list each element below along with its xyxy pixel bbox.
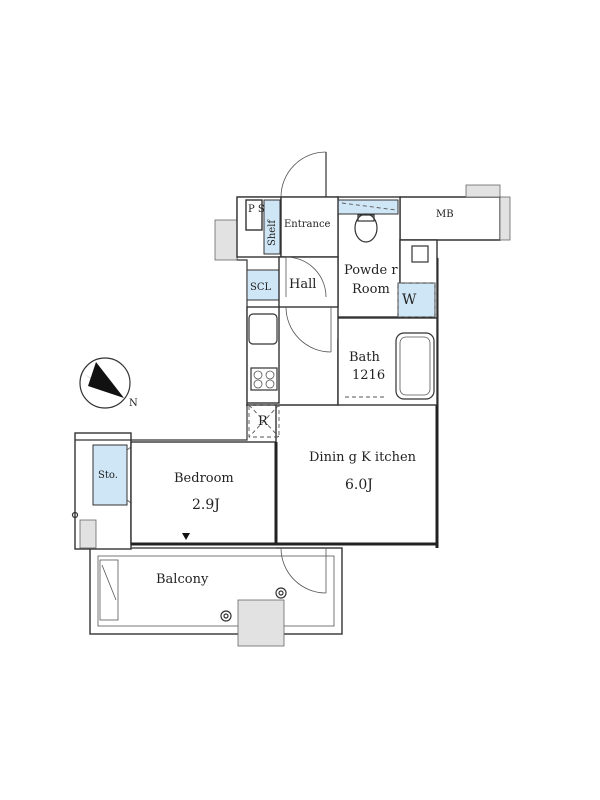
mb-label: MB: [436, 209, 454, 220]
balcony-doors: [131, 547, 327, 594]
storage-label: Sto.: [98, 470, 118, 481]
bath-label-2: 1216: [352, 368, 385, 383]
bath: [337, 317, 438, 406]
scl-label: SCL: [250, 282, 272, 293]
balcony-area: [89, 547, 343, 647]
bedroom-label: Bedroom: [174, 471, 234, 486]
washer-area: [397, 239, 438, 319]
bedroom-size: 2.9J: [192, 497, 220, 513]
refrigerator-label: R: [258, 414, 269, 429]
shelf-label: Shelf: [267, 219, 278, 246]
powder-room-label-2: Room: [352, 282, 390, 297]
balcony-label: Balcony: [156, 572, 209, 587]
ps-label: P S: [248, 204, 265, 215]
bedroom: [130, 441, 277, 545]
powder-room-label-1: Powde r: [344, 263, 398, 278]
kitchen-counter: [246, 306, 280, 404]
hall-area: [246, 256, 339, 353]
entrance-area: [236, 151, 339, 258]
entrance-label: Entrance: [284, 219, 331, 230]
refrigerator-space: [248, 404, 280, 438]
compass-label: N: [129, 398, 138, 409]
mb-room: [399, 184, 511, 241]
north-compass: N: [79, 357, 138, 409]
dining-kitchen-size: 6.0J: [345, 477, 373, 493]
powder-room: [337, 196, 401, 318]
hall-label: Hall: [289, 277, 316, 292]
bath-label-1: Bath: [349, 350, 381, 365]
room-labels: P S Shelf Entrance Hall SCL Powde r Room…: [98, 204, 454, 587]
dining-kitchen-label: Dinin g K itchen: [309, 450, 417, 465]
washer-label: W: [402, 292, 417, 308]
